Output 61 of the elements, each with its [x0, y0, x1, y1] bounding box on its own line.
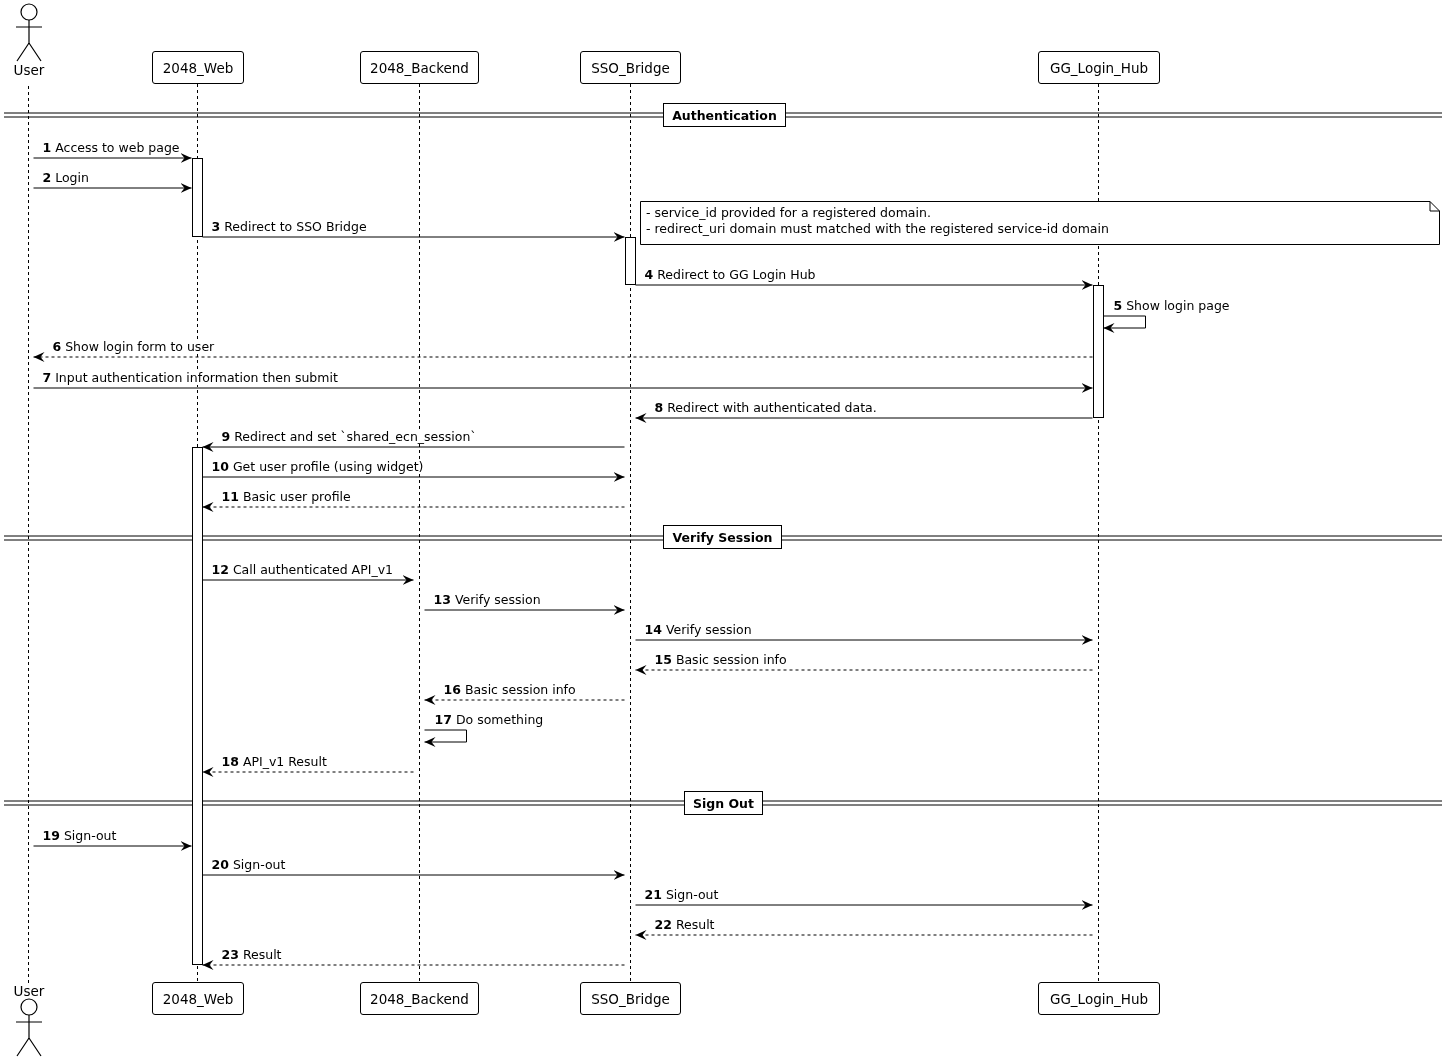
actor-label: User [13, 984, 45, 998]
edge-label: 21 Sign-out [643, 888, 720, 902]
participant-box: SSO_Bridge [580, 51, 681, 84]
message-arrow [33, 383, 1093, 393]
edge-label: 2 Login [41, 171, 90, 185]
note-text: - service_id provided for a registered domain. [646, 205, 932, 221]
message-arrow [424, 695, 625, 705]
edge-label: 20 Sign-out [210, 858, 287, 872]
edge-label: 22 Result [653, 918, 716, 932]
message-arrow [635, 930, 1093, 940]
message-arrow [202, 442, 625, 452]
note-text: - redirect_uri domain must matched with the registered service-id domain [646, 221, 1110, 237]
edge-label: 17 Do something [433, 713, 545, 727]
message-arrow [635, 635, 1093, 645]
message-arrow [635, 280, 1093, 290]
message-arrow [202, 472, 625, 482]
edge-label: 16 Basic session info [442, 683, 577, 697]
edge-label: 23 Result [220, 948, 283, 962]
message-arrow [33, 841, 192, 851]
edge-label: 8 Redirect with authenticated data. [653, 401, 878, 415]
message-arrow [202, 575, 414, 585]
edge-label: 5 Show login page [1112, 299, 1231, 313]
participant-box: SSO_Bridge [580, 982, 681, 1015]
participant-box: 2048_Backend [360, 51, 479, 84]
message-arrow [424, 605, 625, 615]
message-arrow [1103, 315, 1146, 333]
edge-label: 13 Verify session [432, 593, 542, 607]
participant-box: 2048_Web [152, 51, 244, 84]
edge-label: 10 Get user profile (using widget) [210, 460, 425, 474]
message-arrow [635, 665, 1093, 675]
section-divider-label: Verify Session [663, 525, 782, 549]
edge-label: 14 Verify session [643, 623, 753, 637]
edge-label: 11 Basic user profile [220, 490, 352, 504]
message-arrow [635, 900, 1093, 910]
edge-label: 7 Input authentication information then submit [41, 371, 339, 385]
participant-box: 2048_Backend [360, 982, 479, 1015]
message-arrow [33, 352, 1093, 362]
participant-box: GG_Login_Hub [1038, 982, 1160, 1015]
section-divider-label: Authentication [663, 103, 786, 127]
message-arrow [202, 502, 625, 512]
edge-label: 18 API_v1 Result [220, 755, 328, 769]
edge-label: 9 Redirect and set `shared_ecn_session` [220, 430, 478, 444]
edge-label: 19 Sign-out [41, 829, 118, 843]
actor-label: User [13, 63, 45, 77]
edge-label: 3 Redirect to SSO Bridge [210, 220, 368, 234]
participant-box: 2048_Web [152, 982, 244, 1015]
edge-label: 15 Basic session info [653, 653, 788, 667]
participant-box: GG_Login_Hub [1038, 51, 1160, 84]
message-arrow [202, 232, 625, 242]
message-arrow [202, 767, 414, 777]
edge-label: 12 Call authenticated API_v1 [210, 563, 394, 577]
message-arrow [202, 870, 625, 880]
section-divider-label: Sign Out [684, 791, 763, 815]
edge-label: 1 Access to web page [41, 141, 181, 155]
message-arrow [33, 183, 192, 193]
message-arrow [424, 729, 467, 747]
edge-label: 6 Show login form to user [51, 340, 216, 354]
message-arrow [33, 153, 192, 163]
edge-label: 4 Redirect to GG Login Hub [643, 268, 817, 282]
message-arrow [202, 960, 625, 970]
message-arrow [635, 413, 1093, 423]
